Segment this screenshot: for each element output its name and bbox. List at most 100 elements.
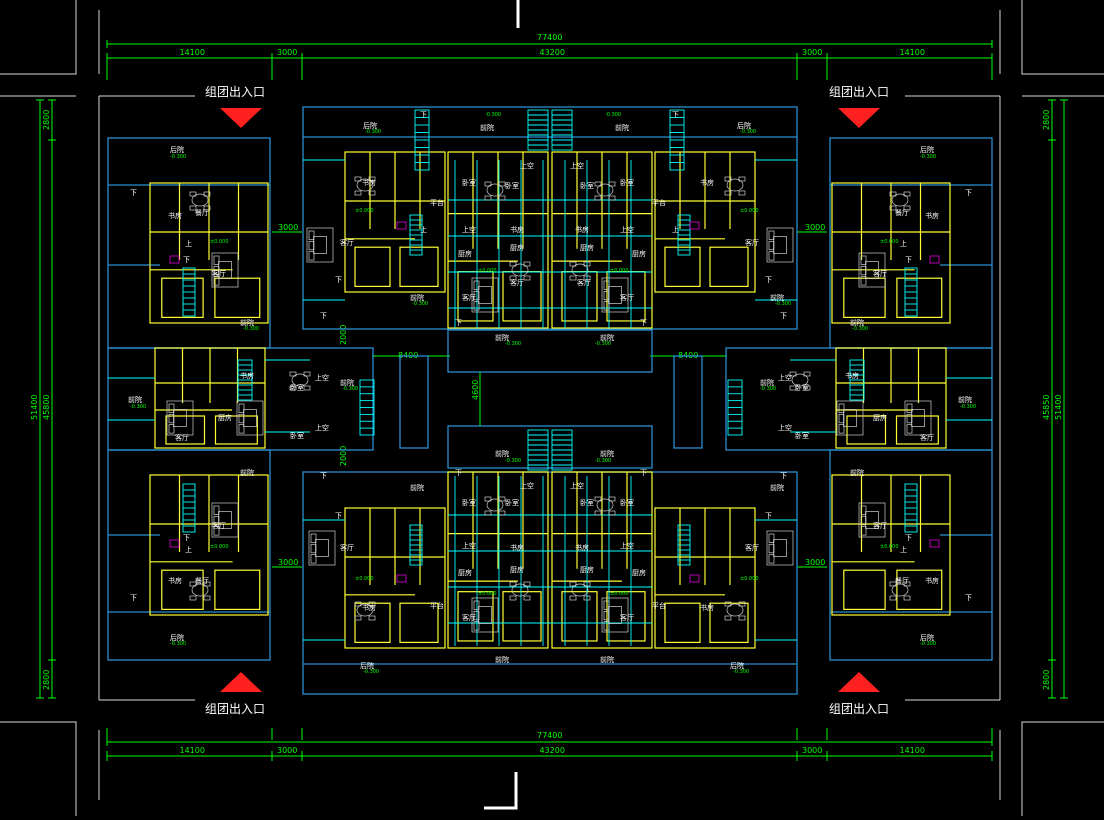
stair-down-mark: 下 [320, 472, 327, 480]
room-label-study: 书房 [240, 371, 254, 380]
fixture [396, 221, 407, 230]
chair [889, 205, 897, 211]
room-label-upper-void: 上空 [620, 541, 634, 550]
building-frame [829, 137, 993, 349]
room-label-study: 书房 [925, 576, 939, 585]
dim-segment-label: 14100 [180, 48, 205, 57]
room-box [161, 277, 204, 319]
fixture [396, 574, 407, 583]
dining-table [356, 603, 374, 617]
room-label-study: 书房 [510, 225, 524, 234]
cushion [860, 526, 867, 536]
chair [569, 595, 577, 601]
room-label-dining: 餐厅 [195, 576, 209, 585]
fixture [929, 539, 940, 548]
chair [303, 371, 311, 377]
room-box [502, 591, 542, 642]
room-label-kitchen: 厨房 [580, 243, 594, 252]
entrance-label: 组团出入口 [205, 85, 265, 99]
elevation-mark: ±0.000 [610, 268, 629, 274]
cushion [213, 255, 220, 265]
room-label-dining: 餐厅 [895, 208, 909, 217]
elevation-mark: -0.300 [595, 341, 611, 347]
sofa [166, 400, 194, 436]
room-label-front-yard: 前院 [240, 318, 254, 327]
chair [368, 176, 376, 182]
room-label-front-yard: 前院 [340, 378, 354, 387]
room-label-upper-void: 上空 [778, 373, 792, 382]
room-box [161, 569, 204, 611]
cushion [473, 280, 480, 290]
chair [594, 195, 602, 201]
room-label-study: 书房 [510, 543, 524, 552]
cushion [213, 505, 220, 515]
stair-down-mark: 下 [905, 534, 912, 542]
sofa [601, 277, 629, 313]
room-label-front-yard: 前院 [495, 333, 509, 342]
elevation-mark: ±0.000 [478, 591, 497, 597]
table [608, 606, 622, 624]
cushion [860, 276, 867, 286]
building-frame [673, 355, 703, 449]
cushion [473, 600, 480, 610]
room-box [896, 569, 943, 611]
room-label-front-yard: 前院 [410, 483, 424, 492]
room-label-living: 客厅 [873, 269, 887, 278]
stair-down-mark: 下 [965, 189, 972, 197]
room-label-front-yard: 前院 [850, 468, 864, 477]
chair [203, 191, 211, 197]
room-label-back-yard: 后院 [737, 121, 751, 130]
chair [583, 261, 591, 267]
chair [724, 615, 732, 621]
room-label-living: 客厅 [212, 521, 226, 530]
elevation-mark: -0.300 [920, 154, 936, 160]
elevation-mark: -0.300 [130, 404, 146, 410]
elevation-mark: ±0.000 [880, 239, 899, 245]
room-label-front-yard: 前院 [495, 449, 509, 458]
sofa [858, 252, 886, 288]
elevation-mark: ±0.000 [355, 208, 374, 214]
room-label-upper-void: 上空 [315, 373, 329, 382]
room-box [214, 415, 258, 445]
chair [889, 191, 897, 197]
room-label-upper-void: 上空 [570, 481, 584, 490]
cushion [238, 424, 245, 434]
cushion [238, 413, 245, 424]
chair [583, 275, 591, 281]
cushion [768, 240, 775, 251]
room-label-kitchen: 厨房 [458, 249, 472, 258]
dim-side-gap-bl: 3000 [278, 558, 298, 567]
room-label-upper-void: 上空 [620, 225, 634, 234]
dining-table [356, 178, 374, 192]
chair [738, 615, 746, 621]
room-label-kitchen: 厨房 [218, 413, 232, 422]
room-box [165, 415, 206, 445]
dim-segment-label: 3000 [802, 746, 822, 755]
room-label-front-yard: 前院 [410, 293, 424, 302]
dining-table [726, 178, 744, 192]
chair [523, 581, 531, 587]
room-label-living: 客厅 [340, 543, 354, 552]
entrance-arrow-down-icon [220, 108, 262, 128]
room-box [709, 602, 749, 644]
dining-table [891, 193, 909, 207]
chair [509, 595, 517, 601]
cushion [308, 251, 315, 261]
table [218, 511, 232, 529]
chair [803, 385, 811, 391]
elevation-mark: ±0.000 [740, 576, 759, 582]
table [243, 409, 257, 427]
chair [354, 176, 362, 182]
dim-inner-label: 45800 [42, 395, 51, 420]
cushion [603, 621, 610, 631]
cushion [168, 413, 175, 424]
cushion [768, 533, 775, 543]
chair [889, 581, 897, 587]
dining-table [596, 183, 614, 197]
building-frame [107, 449, 271, 661]
room-label-upper-void: 上空 [520, 161, 534, 170]
building-frame [447, 425, 653, 469]
room-box [606, 591, 646, 642]
sofa [308, 530, 336, 566]
entrance-bottom-right: 组团出入口 [829, 672, 889, 716]
